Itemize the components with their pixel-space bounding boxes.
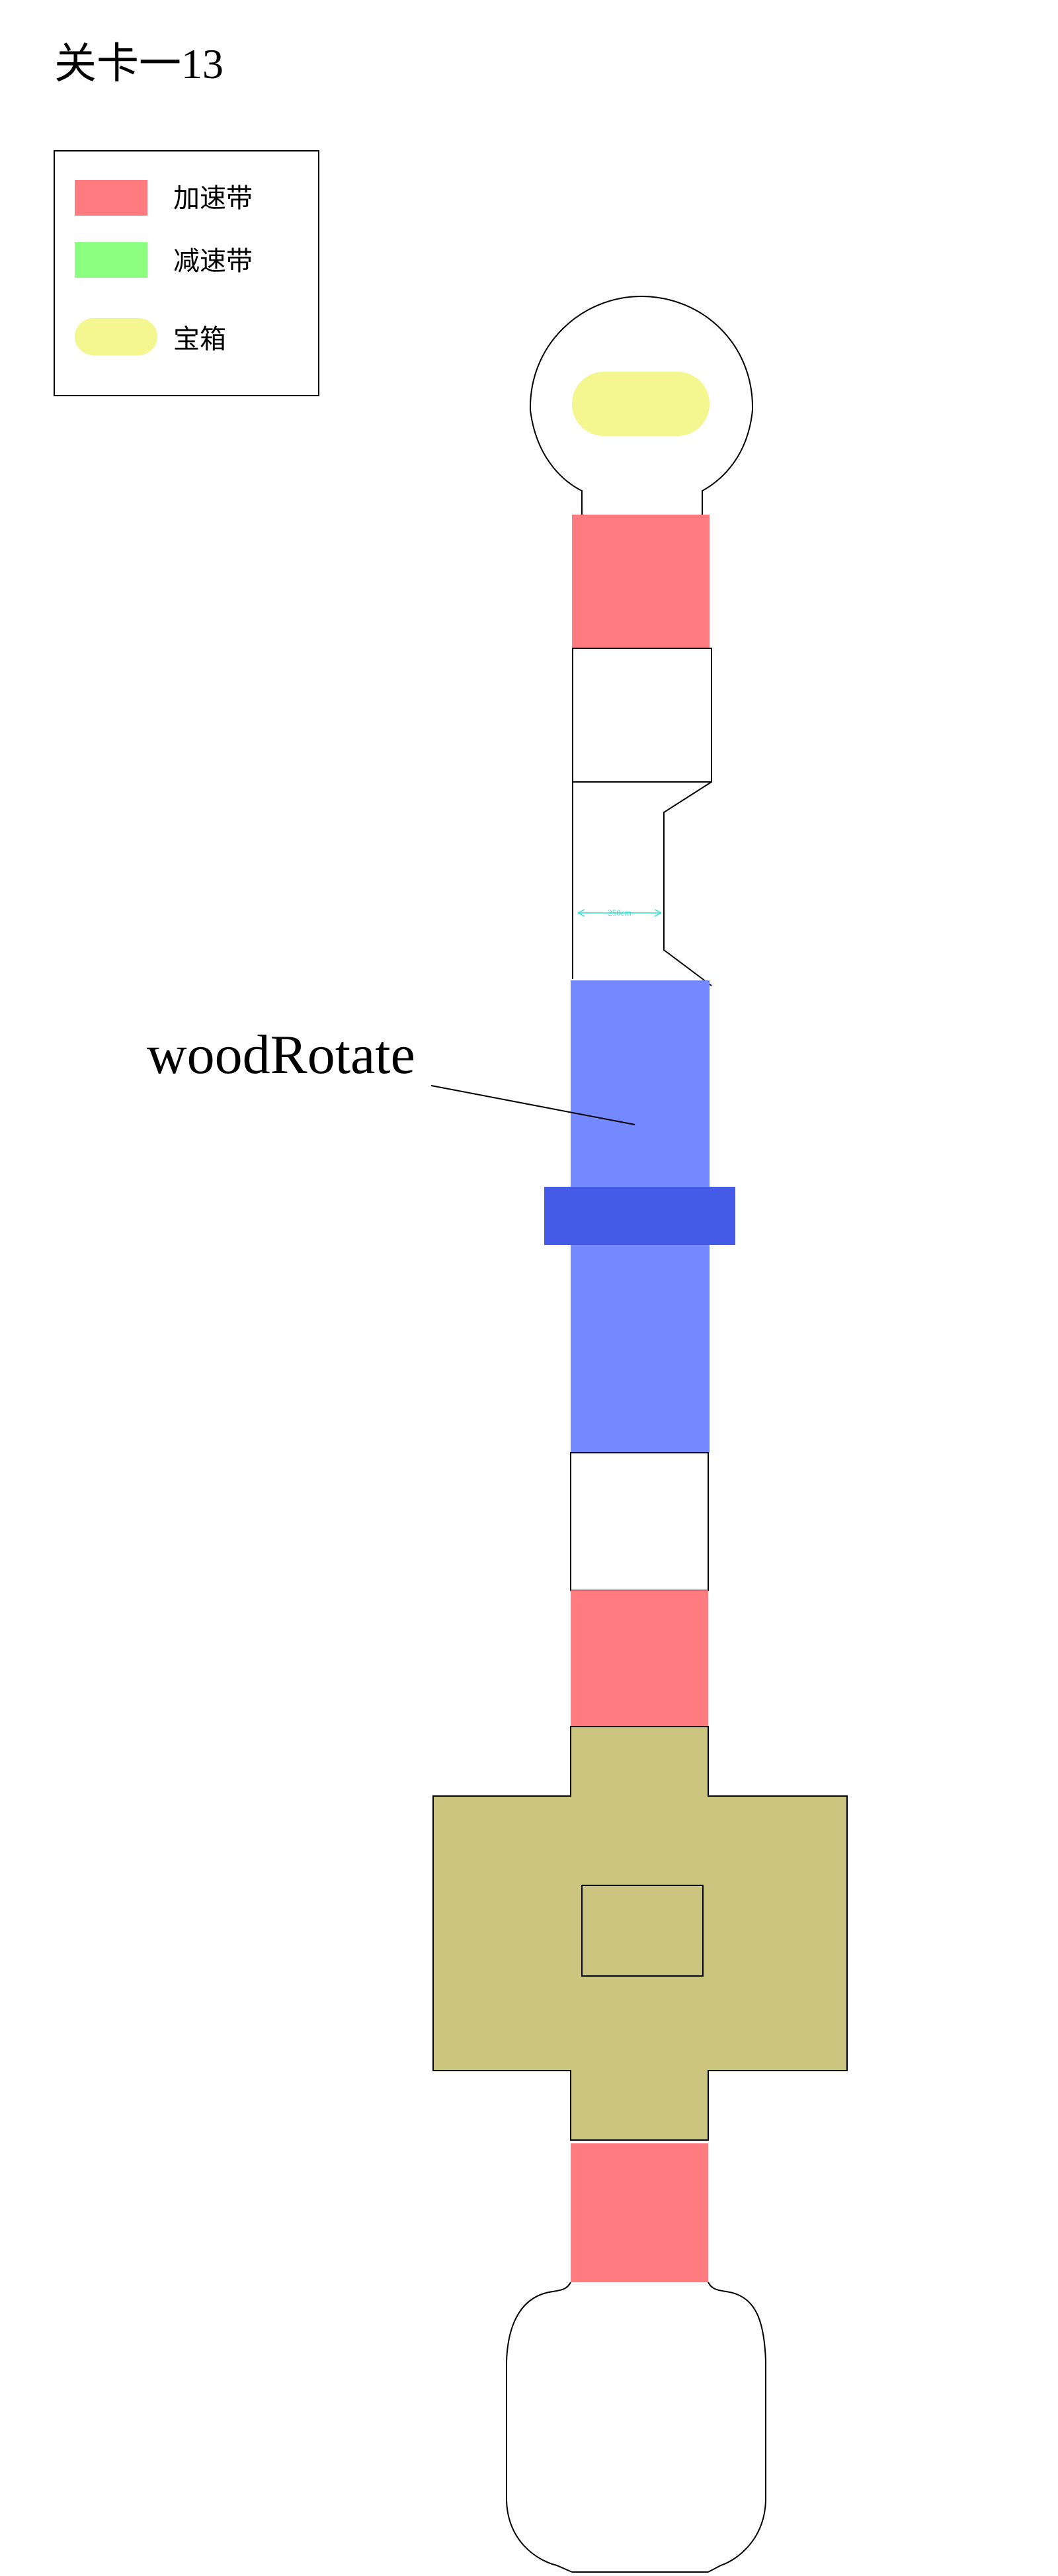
treasure-chest xyxy=(572,372,710,436)
notched-gap-segment xyxy=(572,781,712,986)
legend-label-treasure: 宝箱 xyxy=(173,324,226,354)
legend-frame xyxy=(54,150,319,396)
corridor-segment-1 xyxy=(572,648,712,783)
speed-up-strip-3 xyxy=(571,2143,708,2282)
level-title: 关卡一13 xyxy=(54,40,224,87)
gap-measure-right-arrow xyxy=(654,909,662,917)
cross-platform xyxy=(432,1726,848,2141)
wood-rotate-label: woodRotate xyxy=(147,1024,415,1086)
bottom-round-room xyxy=(506,2282,766,2573)
speed-up-strip-2 xyxy=(571,1590,708,1727)
legend-swatch-treasure xyxy=(75,318,157,355)
legend-swatch-speed-up xyxy=(75,180,147,216)
wood-rotate-leader-line xyxy=(430,1085,635,1125)
gap-measure-label: 250cm xyxy=(608,908,631,918)
legend-swatch-slow-down xyxy=(75,242,147,278)
legend-label-speed-up: 加速带 xyxy=(173,183,253,213)
wood-rotate-bar xyxy=(544,1187,735,1245)
legend: 加速带 减速带 宝箱 xyxy=(54,150,319,396)
gap-measure-left-arrow xyxy=(577,909,585,917)
corridor-segment-2 xyxy=(570,1452,709,1591)
platform-center-square xyxy=(581,1885,704,1977)
legend-label-slow-down: 减速带 xyxy=(173,246,253,276)
speed-up-strip-1 xyxy=(572,515,710,648)
